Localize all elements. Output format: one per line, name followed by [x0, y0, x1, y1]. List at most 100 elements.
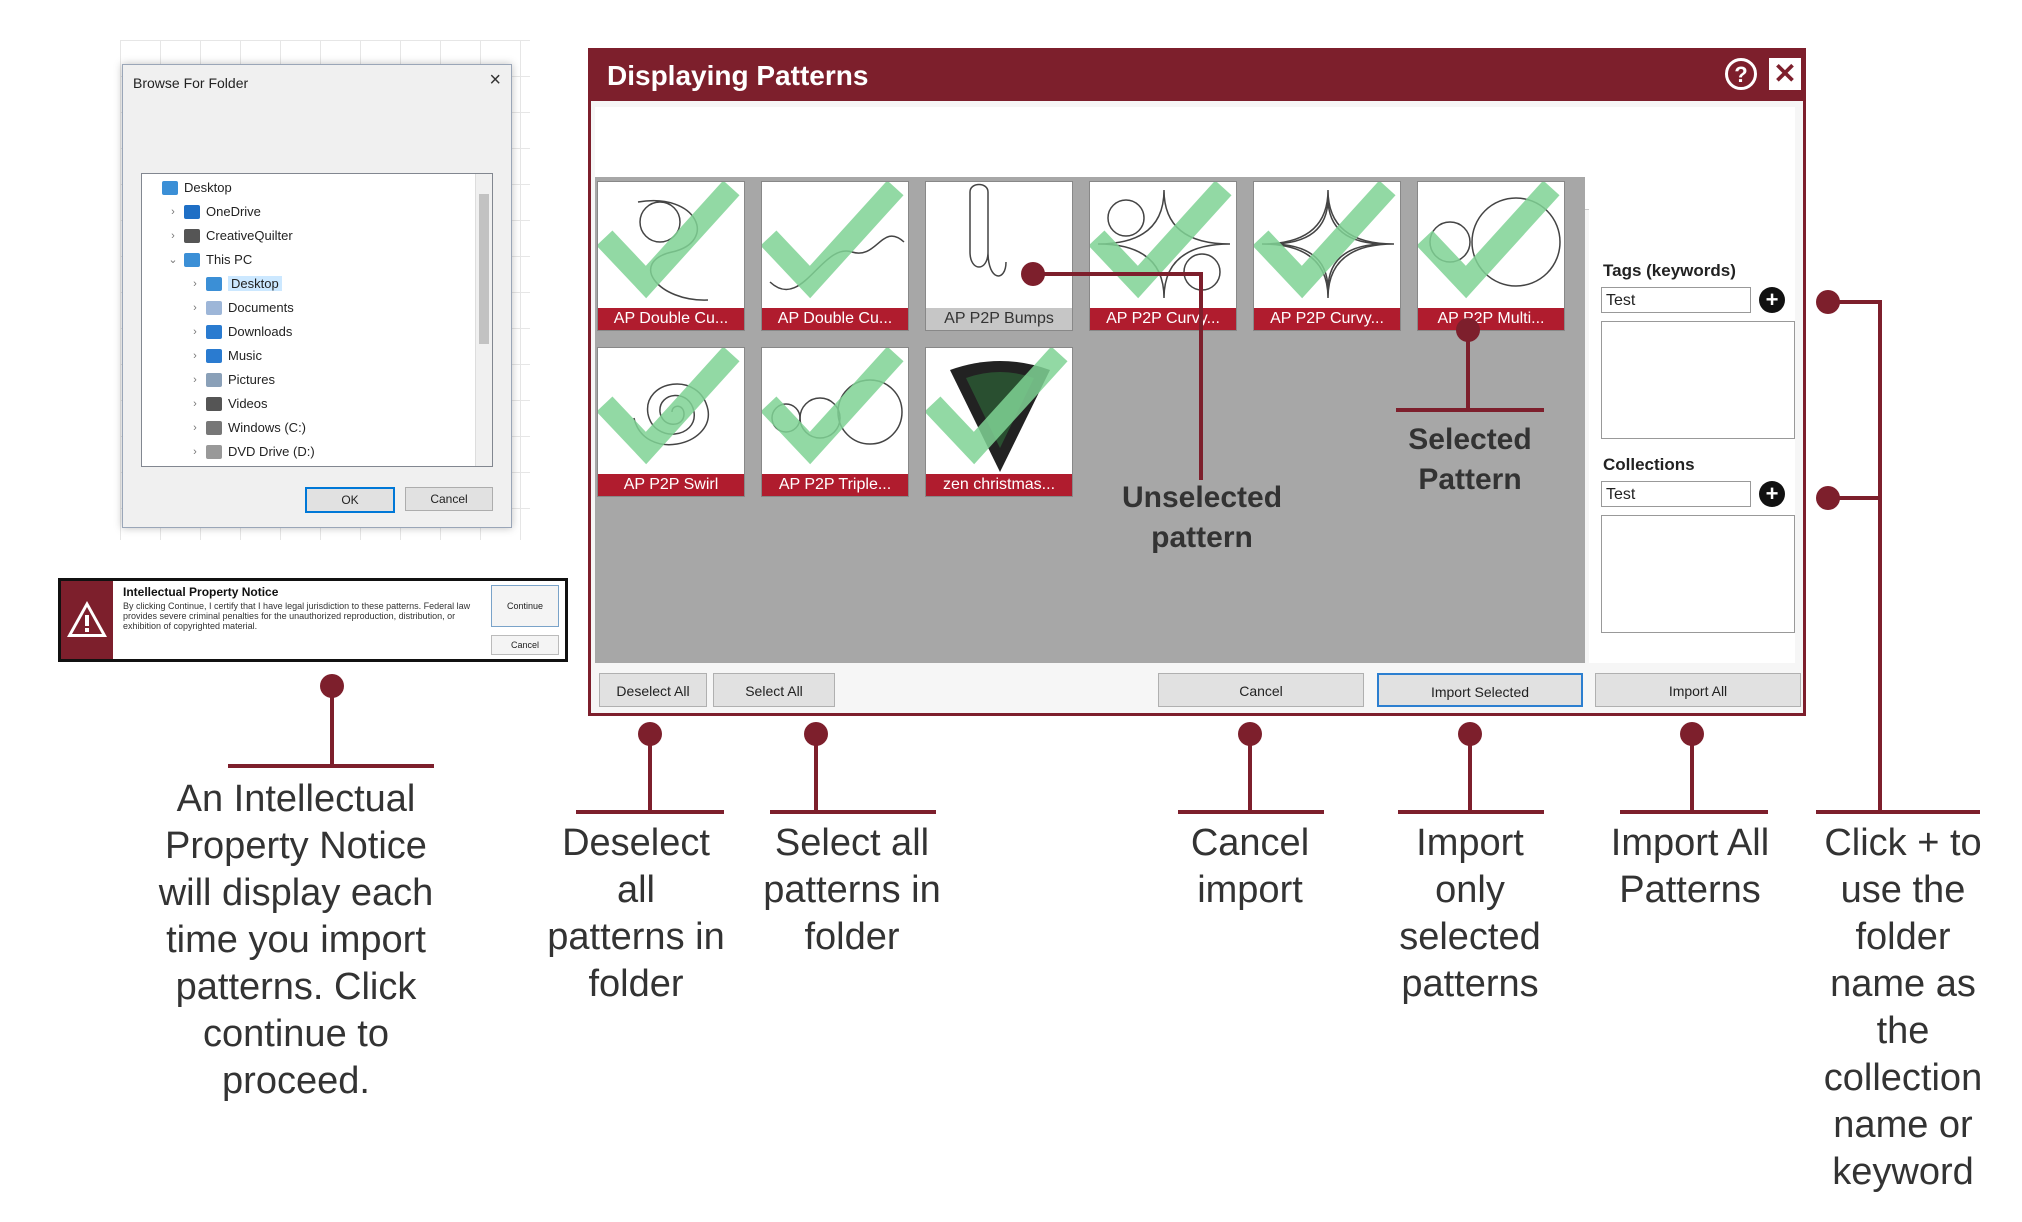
chevron-icon[interactable]: ⌄	[168, 254, 178, 266]
pattern-name: AP Double Cu...	[598, 308, 744, 330]
tree-item-label: Windows (C:)	[228, 420, 307, 435]
add-tag-plus-icon[interactable]: +	[1759, 287, 1785, 313]
chevron-icon[interactable]: ›	[171, 205, 175, 218]
pattern-tile[interactable]: zen christmas...	[925, 347, 1073, 497]
continue-button[interactable]: Continue	[491, 585, 559, 627]
ip-notice-text: By clicking Continue, I certify that I h…	[123, 601, 471, 631]
ip-cancel-button[interactable]: Cancel	[491, 635, 559, 655]
callout-ip-notice: An Intellectual Property Notice will dis…	[158, 778, 434, 1102]
help-icon[interactable]: ?	[1725, 58, 1757, 90]
tree-item[interactable]: › CreativeQuilter	[168, 228, 293, 243]
pattern-thumbnail	[598, 182, 740, 301]
pattern-tile[interactable]: AP P2P Triple...	[761, 347, 909, 497]
chevron-icon[interactable]: ›	[171, 229, 175, 242]
pattern-thumbnail	[1254, 182, 1396, 299]
add-collection-plus-icon[interactable]: +	[1759, 481, 1785, 507]
tags-list[interactable]	[1601, 321, 1795, 439]
tree-item[interactable]: ›Downloads	[190, 324, 292, 339]
pattern-name: AP P2P Curvy...	[1254, 308, 1400, 330]
tree-item[interactable]: ›Desktop	[190, 276, 282, 291]
tree-item[interactable]: Desktop	[146, 180, 232, 195]
dvd-icon	[206, 444, 222, 459]
chevron-icon[interactable]: ›	[193, 397, 197, 410]
scrollbar[interactable]	[475, 174, 492, 466]
tags-label: Tags (keywords)	[1603, 261, 1736, 280]
pattern-name: AP P2P Bumps	[926, 308, 1072, 330]
cloud-icon	[184, 204, 200, 219]
ip-notice-dialog: Intellectual Property Notice By clicking…	[58, 578, 568, 662]
pattern-name: AP Double Cu...	[762, 308, 908, 330]
chevron-icon[interactable]: ›	[193, 373, 197, 386]
tree-item[interactable]: ⌄ This PC	[168, 252, 252, 267]
chevron-icon[interactable]: ›	[193, 349, 197, 362]
close-icon[interactable]: ×	[489, 69, 501, 91]
cancel-button[interactable]: Cancel	[1158, 673, 1364, 707]
callout-dot	[1680, 722, 1704, 746]
pattern-tile[interactable]: AP Double Cu...	[761, 181, 909, 331]
tree-item-label: OneDrive	[206, 204, 261, 219]
tree-item[interactable]: › Pictures	[190, 372, 275, 387]
collections-input[interactable]: Test	[1601, 481, 1751, 507]
tree-item[interactable]: › DVD Drive (D:)	[190, 444, 315, 459]
chevron-icon[interactable]: ›	[193, 421, 197, 434]
tree-item[interactable]: ›Videos	[190, 396, 267, 411]
side-panel: Tags (keywords) Test + Collections Test …	[1589, 177, 1795, 663]
pattern-tile[interactable]: AP P2P Bumps	[925, 181, 1073, 331]
pattern-thumbnail	[1418, 182, 1561, 299]
cancel-button[interactable]: Cancel	[405, 487, 493, 511]
callout-import-selected: Import only selected patterns	[1399, 822, 1541, 1005]
scrollbar-thumb[interactable]	[479, 194, 489, 344]
chevron-icon[interactable]: ›	[193, 325, 197, 338]
music-icon	[206, 348, 222, 363]
ip-notice-title: Intellectual Property Notice	[123, 585, 279, 599]
import-all-button[interactable]: Import All	[1595, 673, 1801, 707]
tree-item-label: CreativeQuilter	[206, 228, 293, 243]
tree-item[interactable]: › OneDrive	[168, 204, 261, 219]
tree-item-label: DVD Drive (D:)	[228, 444, 315, 459]
desktop-icon	[162, 180, 178, 195]
tree-item[interactable]: › Music	[190, 348, 262, 363]
tags-input[interactable]: Test	[1601, 287, 1751, 313]
chevron-icon[interactable]: ›	[193, 301, 197, 314]
callout-dot	[1021, 262, 1045, 286]
videos-icon	[206, 396, 222, 411]
callout-dot	[804, 722, 828, 746]
callout-cancel: Cancel import	[1190, 822, 1310, 911]
callout-dot	[1456, 318, 1480, 342]
dialog-title: Browse For Folder	[133, 75, 249, 91]
ok-button[interactable]: OK	[305, 487, 395, 513]
tree-item-label: Pictures	[228, 372, 275, 387]
pattern-name: zen christmas...	[926, 474, 1072, 496]
select-all-button[interactable]: Select All	[713, 673, 835, 707]
chevron-icon[interactable]: ›	[193, 445, 197, 458]
pattern-thumbnail	[926, 348, 1068, 472]
pattern-tile[interactable]: AP P2P Curvy...	[1253, 181, 1401, 331]
callout-unselected: Unselected pattern	[1121, 481, 1283, 554]
collections-label: Collections	[1603, 455, 1695, 474]
displaying-patterns-dialog: Displaying Patterns ? ✕ AP Double Cu...A…	[588, 48, 1806, 716]
tree-item[interactable]: ›Documents	[190, 300, 294, 315]
chevron-icon[interactable]: ›	[193, 277, 197, 290]
callout-import-all: Import All Patterns	[1610, 822, 1770, 911]
pattern-tile[interactable]: AP Double Cu...	[597, 181, 745, 331]
callout-dot	[320, 674, 344, 698]
pattern-grid: AP Double Cu... AP Double Cu... AP P2P Bum…	[595, 177, 1585, 663]
tree-item-label: Music	[228, 348, 262, 363]
pattern-name: AP P2P Triple...	[762, 474, 908, 496]
callout-select: Select all patterns in folder	[763, 822, 941, 958]
pattern-thumbnail	[969, 183, 1007, 277]
documents-icon	[206, 300, 222, 315]
folder-tree[interactable]: Desktop › OneDrive › CreativeQuilter ⌄ This PC…	[141, 173, 493, 467]
tree-item-label: This PC	[206, 252, 253, 267]
import-selected-button[interactable]: Import Selected	[1377, 673, 1583, 707]
collections-list[interactable]	[1601, 515, 1795, 633]
callout-dot	[1238, 722, 1262, 746]
close-icon[interactable]: ✕	[1769, 58, 1801, 90]
computer-icon	[184, 252, 200, 267]
deselect-all-button[interactable]: Deselect All	[599, 673, 707, 707]
pattern-tile[interactable]: AP P2P Swirl	[597, 347, 745, 497]
tree-item[interactable]: › Windows (C:)	[190, 420, 306, 435]
callout-dot	[1816, 290, 1840, 314]
pattern-tile[interactable]: AP P2P Multi...	[1417, 181, 1565, 331]
